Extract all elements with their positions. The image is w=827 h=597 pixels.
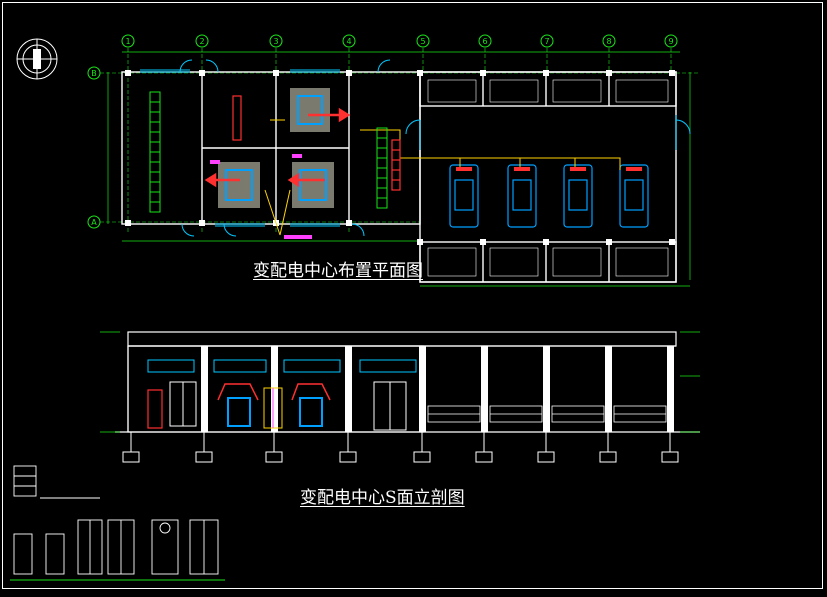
plan-walls [121,71,677,283]
plan-windows [140,59,691,237]
grid-axis-label: 3 [273,37,278,46]
plan-title: 变配电中心布置平面图 [253,261,423,281]
grid-axis-label: 8 [606,37,611,46]
switchgear-red [232,95,401,191]
grid-axis-label: 5 [420,37,425,46]
elevation-columns [201,346,674,432]
switchgear-panels [149,91,388,213]
grid-axis-label: 2 [199,37,204,46]
elevation-high-windows [147,359,417,373]
compass-north-icon [16,38,58,80]
charger-labels [456,167,642,171]
elevation-railings [427,405,667,423]
grid-axis-label: 9 [668,37,673,46]
plan-transformers [218,88,334,208]
elevation-level-markers [100,331,700,433]
plan-busbars [204,107,351,188]
grid-row-label: B [91,69,97,78]
elevation-title: 变配电中心S面立剖图 [300,488,465,508]
elevation-doors [169,381,407,431]
grid-axis-label: 7 [544,37,549,46]
plan-feeder-cables [264,119,291,236]
detail-blocks [10,465,225,581]
grid-row-label: A [91,218,97,227]
grid-axis-label: 1 [125,37,130,46]
garage-bays [427,79,669,277]
elevation-foundations [122,432,679,463]
elevation-panel-red [147,389,163,429]
grid-axis-label: 4 [346,37,351,46]
parked-vehicles [449,164,649,228]
plan-dimension-lines [107,51,691,287]
grid-axis-label: 6 [482,37,487,46]
elevation-transformers [217,383,331,429]
plan-grid-bubbles [87,34,678,229]
plan-magenta-labels [210,154,312,239]
